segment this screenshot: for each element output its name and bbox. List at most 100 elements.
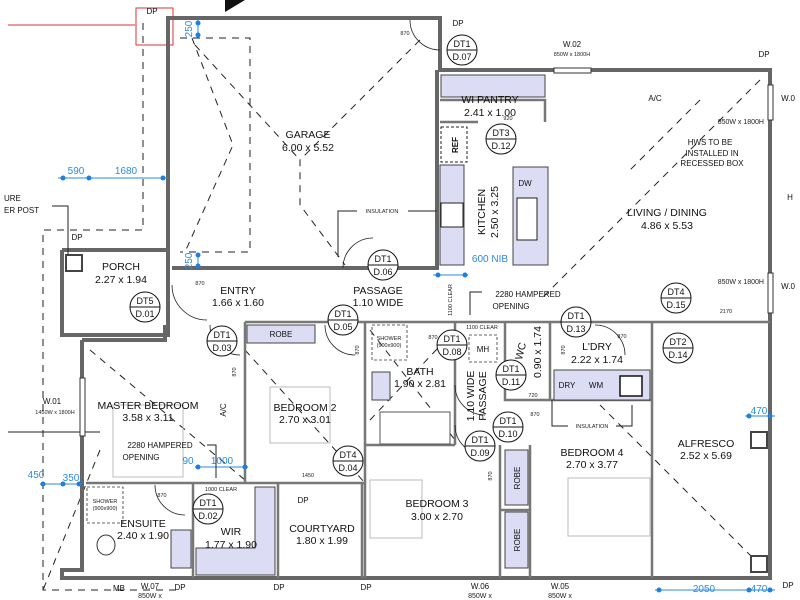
note-hws-2: INSTALLED IN	[685, 149, 738, 158]
svg-text:D.10: D.10	[498, 429, 517, 439]
svg-text:DT1: DT1	[334, 309, 351, 319]
door-width: 870	[195, 281, 204, 287]
dim-1680: 1680	[115, 166, 138, 177]
door-width: 870	[617, 334, 626, 340]
room-bath-name: BATH	[406, 366, 433, 378]
dim-470-bottom: 470	[751, 584, 768, 595]
ensuite-vanity	[170, 529, 192, 569]
dp-marker: DP	[758, 50, 769, 59]
door-width: 870	[355, 345, 361, 354]
garage-roof-lines	[194, 39, 421, 266]
robe-label: ROBE	[270, 330, 293, 339]
shower-label: SHOWER	[93, 499, 118, 505]
window-east-2	[767, 272, 774, 314]
robe-bed3-a	[504, 449, 529, 506]
svg-text:DT1: DT1	[374, 254, 391, 264]
svg-text:DT1: DT1	[213, 330, 230, 340]
dim-90: 90	[182, 456, 194, 467]
window-w06-size: 850W x	[468, 593, 492, 600]
room-master-size: 3.58 x 3.11	[122, 412, 173, 424]
kitchen-sink-icon	[516, 197, 538, 241]
dp-marker: DP	[297, 496, 308, 505]
robe-bed3-b	[504, 511, 529, 569]
garage-door-outline	[180, 37, 251, 253]
svg-text:D.02: D.02	[198, 511, 217, 521]
window-w01	[79, 377, 86, 437]
robe-bed2	[246, 324, 316, 344]
window-w01-id: W.01	[43, 397, 62, 406]
svg-text:D.05: D.05	[333, 322, 352, 332]
svg-text:D.12: D.12	[491, 141, 510, 151]
room-ldry-name: L'DRY	[582, 341, 612, 353]
room-bed4-size: 2.70 x 3.77	[566, 459, 618, 471]
door-width: 870	[561, 345, 567, 354]
dp-marker: DP	[174, 583, 185, 592]
svg-text:DT1: DT1	[502, 364, 519, 374]
clear-1100: 1100 CLEAR	[448, 284, 454, 316]
bathtub-icon	[379, 411, 451, 445]
room-bed4-name: BEDROOM 4	[560, 447, 623, 459]
room-bath-size: 1.90 x 2.81	[394, 378, 446, 390]
room-bed3-name: BEDROOM 3	[405, 498, 468, 510]
svg-text:DT3: DT3	[492, 128, 509, 138]
room-porch-name: PORCH	[102, 261, 140, 273]
shower-size: (900x900)	[93, 506, 118, 512]
dp-marker: DP	[452, 19, 463, 28]
room-wc-name: WC	[513, 341, 529, 361]
dim-470-right: 470	[751, 406, 768, 417]
note-hws-cut: H	[787, 193, 793, 202]
dim-250-top: 250	[184, 20, 195, 37]
note-hws-1: HWS TO BE	[688, 138, 733, 147]
room-living-name: LIVING / DINING	[627, 207, 707, 219]
cooktop-icon	[440, 202, 464, 228]
note-insulation: INSULATION	[576, 424, 609, 430]
living-roof-lines	[539, 79, 761, 301]
north-marker-icon	[225, 0, 245, 12]
svg-text:DT2: DT2	[669, 337, 686, 347]
dp-marker: DP	[782, 581, 793, 590]
window-w01-size: 1450W x 1800H	[35, 410, 74, 416]
window-east-2-size: 850W x 1800H	[718, 279, 764, 286]
window-w05-size: 850W x	[548, 593, 572, 600]
room-pantry-size: 2.41 x 1.00	[464, 107, 516, 119]
room-garage-name: GARAGE	[286, 129, 331, 141]
wm-label: WM	[589, 381, 604, 390]
room-garage-size: 6.00 x 5.52	[282, 142, 334, 154]
shower-bath	[371, 324, 408, 361]
dim-2050: 2050	[693, 584, 716, 595]
insulation-leader	[551, 400, 633, 427]
bed-2	[269, 386, 331, 444]
window-w07-size: 850W x	[138, 593, 162, 600]
svg-text:D.06: D.06	[373, 267, 392, 277]
shower-size: (900x900)	[377, 343, 402, 349]
dim-590: 590	[68, 166, 85, 177]
room-entry-size: 1.66 x 1.60	[212, 297, 264, 309]
svg-text:DT4: DT4	[339, 450, 356, 460]
room-entry-name: ENTRY	[220, 285, 255, 297]
porch-note-leader	[52, 205, 69, 255]
dimension-lines	[40, 20, 775, 593]
door-width: 870	[428, 335, 437, 341]
svg-text:DT1: DT1	[453, 39, 470, 49]
toilet-icon	[96, 534, 116, 556]
svg-text:D.03: D.03	[212, 343, 231, 353]
bed-master	[112, 404, 184, 478]
window-w06-id: W.06	[471, 582, 490, 591]
room-kitchen-size: 2.50 x 3.25	[489, 186, 501, 238]
dw-label: DW	[518, 179, 532, 188]
svg-text:D.07: D.07	[452, 52, 471, 62]
note-insulation: INSULATION	[366, 209, 399, 215]
svg-text:D.11: D.11	[502, 377, 520, 387]
svg-text:D.01: D.01	[135, 309, 154, 319]
svg-text:D.08: D.08	[442, 347, 461, 357]
